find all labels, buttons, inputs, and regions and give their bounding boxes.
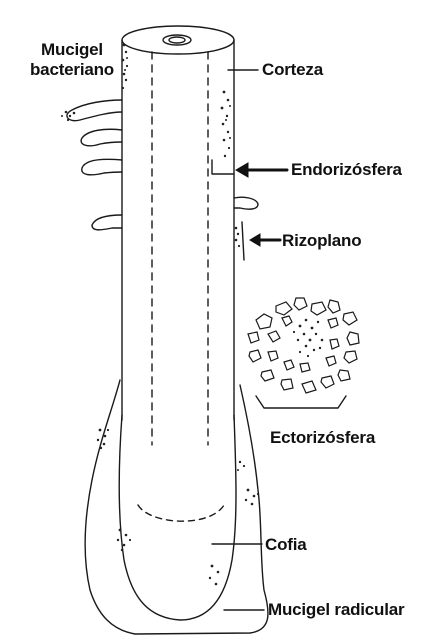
- label-cofia: Cofia: [265, 535, 307, 555]
- ectorizosfera-center-cluster: [293, 319, 323, 357]
- rizoplano-bracket: [242, 222, 244, 260]
- root-hair-right: [234, 197, 258, 209]
- label-endorizosfera: Endorizósfera: [291, 160, 402, 180]
- root-hair-4: [92, 215, 122, 230]
- cofia-dashed-boundary: [138, 505, 224, 521]
- mucigel-cluster-5: [237, 461, 245, 471]
- ectorizosfera-bracket: [256, 396, 346, 408]
- root-hair-2: [81, 129, 122, 146]
- rizoplano-cluster: [235, 227, 240, 247]
- mucigel-cluster-4: [209, 565, 220, 586]
- label-rizoplano: Rizoplano: [282, 231, 361, 251]
- root-tip-outline: [119, 415, 236, 620]
- label-mucigel-radicular: Mucigel radicular: [268, 600, 404, 620]
- label-ectorizosfera: Ectorizósfera: [270, 428, 375, 448]
- mucigel-cluster-3: [245, 489, 259, 506]
- label-mucigel-bacteriano: Mucigel bacteriano: [22, 40, 122, 80]
- mucigel-cluster-2: [117, 529, 131, 552]
- root-hair-1: [67, 100, 122, 121]
- root-top-ellipse: [122, 26, 234, 54]
- endorizosfera-bracket: [212, 160, 234, 174]
- label-mucigel-bacteriano-line1: Mucigel: [22, 40, 122, 60]
- mucigel-radicular-envelope: [85, 380, 268, 634]
- label-mucigel-bacteriano-line2: bacteriano: [22, 60, 122, 80]
- root-hair-3: [82, 159, 122, 175]
- label-corteza: Corteza: [262, 60, 323, 80]
- corteza-cluster: [221, 91, 231, 158]
- ectorizosfera-soil-particles: [248, 298, 359, 393]
